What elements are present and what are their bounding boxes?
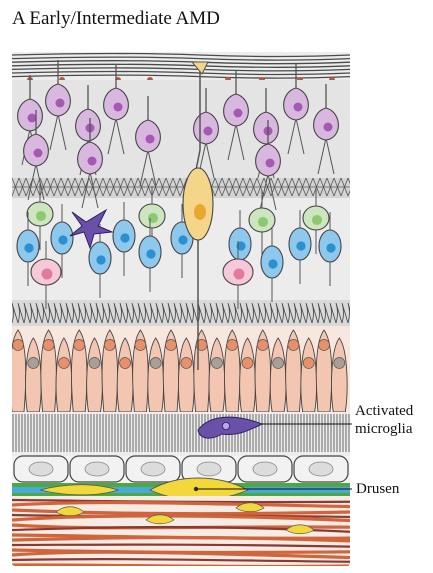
bipolar-cell-nucleus bbox=[178, 235, 187, 244]
ganglion-nucleus bbox=[234, 109, 243, 118]
choroid-layer bbox=[12, 496, 350, 568]
label-microglia: microglia bbox=[355, 420, 412, 438]
rpe-nucleus bbox=[309, 462, 333, 476]
rpe-nucleus bbox=[141, 462, 165, 476]
photoreceptor-nucleus bbox=[227, 340, 238, 351]
ganglion-nucleus bbox=[266, 159, 275, 168]
ganglion-nucleus bbox=[28, 114, 37, 123]
amacrine-cell-nucleus bbox=[36, 211, 46, 221]
photoreceptor-nucleus bbox=[104, 340, 115, 351]
bipolar-cell-nucleus bbox=[268, 259, 277, 268]
photoreceptor-nucleus bbox=[181, 358, 192, 369]
muller-nucleus bbox=[194, 204, 206, 220]
photoreceptor-nucleus bbox=[257, 340, 268, 351]
bipolar-cell-nucleus bbox=[96, 255, 105, 264]
ganglion-nucleus bbox=[204, 127, 213, 136]
photoreceptor-nucleus bbox=[43, 340, 54, 351]
photoreceptor-nucleus bbox=[273, 358, 284, 369]
bipolar-cell-nucleus bbox=[326, 243, 335, 252]
rpe-nucleus bbox=[197, 462, 221, 476]
ganglion-nucleus bbox=[324, 123, 333, 132]
photoreceptor-nucleus bbox=[58, 358, 69, 369]
ganglion-nucleus bbox=[88, 157, 97, 166]
photoreceptor-nucleus bbox=[288, 340, 299, 351]
bipolar-cell-nucleus bbox=[146, 249, 155, 258]
bipolar-cell-nucleus bbox=[120, 233, 129, 242]
ganglion-nucleus bbox=[294, 103, 303, 112]
ganglion-nucleus bbox=[146, 135, 155, 144]
rpe-nucleus bbox=[29, 462, 53, 476]
photoreceptor-nucleus bbox=[319, 340, 330, 351]
photoreceptor-nucleus bbox=[89, 358, 100, 369]
bipolar-cell-nucleus bbox=[24, 243, 33, 252]
ganglion-nucleus bbox=[34, 149, 43, 158]
rpe-nucleus bbox=[85, 462, 109, 476]
nerve-fiber-layer bbox=[12, 52, 350, 80]
photoreceptor-nucleus bbox=[211, 358, 222, 369]
photoreceptor-nucleus bbox=[28, 358, 39, 369]
amacrine-cell-nucleus bbox=[312, 215, 322, 225]
bipolar-cell-nucleus bbox=[296, 241, 305, 250]
amacrine-cell-nucleus bbox=[258, 217, 268, 227]
ganglion-nucleus bbox=[114, 103, 123, 112]
photoreceptor-nucleus bbox=[334, 358, 345, 369]
photoreceptor-layer bbox=[10, 326, 350, 418]
label-activated: Activated bbox=[355, 402, 413, 420]
amacrine-cell-nucleus bbox=[148, 213, 158, 223]
photoreceptor-nucleus bbox=[303, 358, 314, 369]
outer-segments-layer bbox=[12, 412, 350, 456]
rpe-nucleus bbox=[253, 462, 277, 476]
microglia-nucleus bbox=[222, 422, 229, 429]
photoreceptor-nucleus bbox=[135, 340, 146, 351]
horizontal-cell-nucleus bbox=[42, 269, 53, 280]
photoreceptor-nucleus bbox=[242, 358, 253, 369]
ganglion-nucleus bbox=[56, 99, 65, 108]
photoreceptor-nucleus bbox=[120, 358, 131, 369]
photoreceptor-nucleus bbox=[74, 340, 85, 351]
photoreceptor-nucleus bbox=[13, 340, 24, 351]
label-drusen: Drusen bbox=[356, 480, 399, 498]
horizontal-cell-nucleus bbox=[234, 269, 245, 280]
bipolar-cell-nucleus bbox=[58, 235, 67, 244]
muller-body bbox=[183, 168, 213, 240]
choroid-vessel bbox=[12, 565, 350, 567]
photoreceptor-nucleus bbox=[166, 340, 177, 351]
photoreceptor-nucleus bbox=[150, 358, 161, 369]
